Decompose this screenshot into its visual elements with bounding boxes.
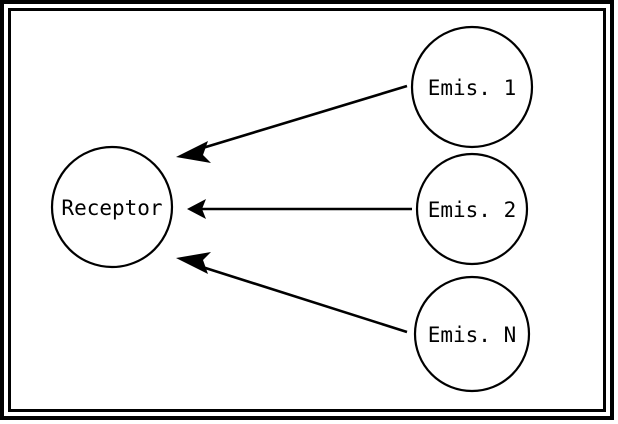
node-emitter-1-label: Emis. 1: [428, 76, 517, 100]
node-receptor[interactable]: Receptor: [50, 145, 174, 269]
edge-emitter-1-arrowhead: [176, 141, 211, 163]
node-group: Receptor Emis. 1 Emis. 2 Emis. N: [50, 25, 534, 393]
node-receptor-label: Receptor: [61, 196, 162, 220]
node-emitter-n-label: Emis. N: [428, 323, 517, 347]
edge-emitter-n-arrowhead: [176, 252, 211, 274]
node-emitter-n[interactable]: Emis. N: [413, 275, 531, 393]
node-emitter-1-circle[interactable]: [410, 25, 534, 149]
node-receptor-circle[interactable]: [50, 145, 174, 269]
node-emitter-1[interactable]: Emis. 1: [410, 25, 534, 149]
node-emitter-n-circle[interactable]: [413, 275, 531, 393]
edge-emitter-n-line: [195, 263, 408, 334]
edge-emitter-n-to-receptor: [176, 252, 408, 334]
node-emitter-2[interactable]: Emis. 2: [415, 152, 529, 266]
edge-emitter-2-arrowhead: [187, 199, 206, 219]
edge-emitter-2-to-receptor: [187, 199, 412, 219]
edge-group: [176, 84, 412, 334]
node-emitter-2-circle[interactable]: [415, 152, 529, 266]
edge-emitter-1-to-receptor: [176, 84, 408, 163]
node-emitter-2-label: Emis. 2: [428, 198, 517, 222]
edge-emitter-1-line: [195, 84, 408, 152]
